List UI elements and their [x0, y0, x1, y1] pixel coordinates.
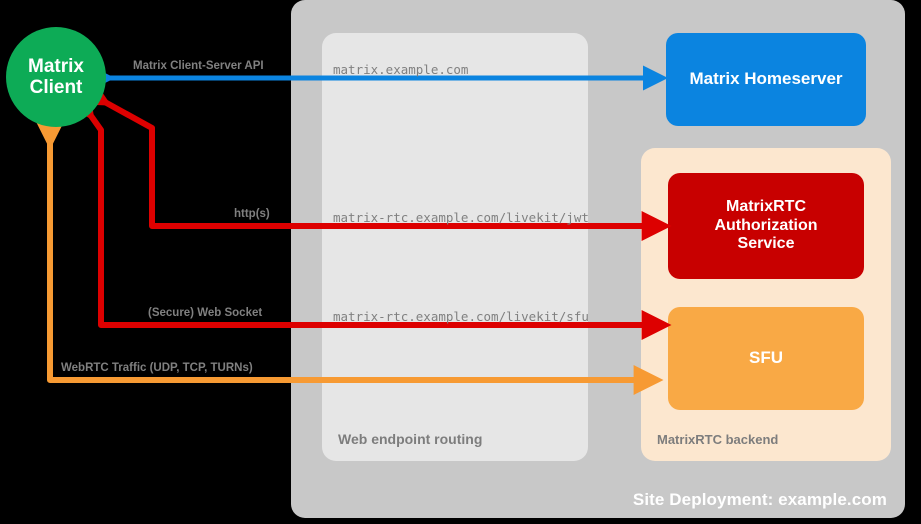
web-endpoint-routing-container: Web endpoint routing — [322, 33, 588, 461]
matrix-homeserver-label: Matrix Homeserver — [689, 69, 843, 89]
node-matrixrtc-authorization-service[interactable]: MatrixRTC Authorization Service — [668, 173, 864, 279]
node-sfu[interactable]: SFU — [668, 307, 864, 410]
node-matrix-client[interactable]: Matrix Client — [6, 27, 106, 127]
site-deployment-label: Site Deployment: example.com — [632, 490, 887, 509]
endpoint-label-matrix-example-com: matrix.example.com — [333, 62, 469, 77]
endpoint-label-livekit-sfu: matrix-rtc.example.com/livekit/sfu — [333, 309, 589, 324]
auth-service-label-line2: Authorization — [714, 216, 818, 234]
auth-service-label-line1: MatrixRTC — [725, 197, 806, 215]
sfu-label: SFU — [749, 348, 783, 368]
flow-label-secure-web-socket: (Secure) Web Socket — [148, 307, 263, 319]
endpoint-label-livekit-jwt: matrix-rtc.example.com/livekit/jwt — [333, 210, 589, 225]
flow-label-http-s: http(s) — [234, 208, 270, 220]
node-matrix-homeserver[interactable]: Matrix Homeserver — [666, 33, 866, 126]
auth-service-label-line3: Service — [737, 235, 795, 253]
flow-label-webrtc-traffic: WebRTC Traffic (UDP, TCP, TURNs) — [61, 362, 253, 374]
web-endpoint-routing-label: Web endpoint routing — [338, 431, 483, 447]
flow-label-matrix-cs-api: Matrix Client-Server API — [133, 60, 264, 72]
matrix-client-label-line2: Client — [29, 77, 83, 98]
matrix-client-label-line1: Matrix — [28, 55, 84, 77]
matrixrtc-backend-label: MatrixRTC backend — [657, 432, 779, 447]
